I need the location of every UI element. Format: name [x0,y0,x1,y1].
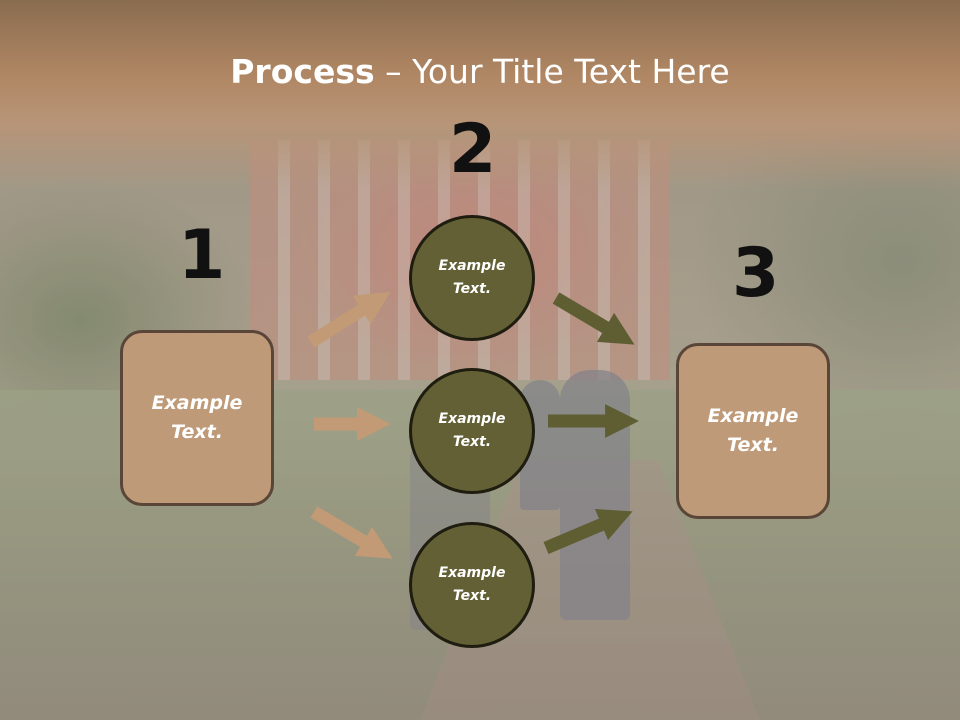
step-2-circle-top: Example Text. [409,215,535,341]
step-3-box: Example Text. [676,343,830,519]
arrow-right-icon [552,292,635,345]
arrow-right-icon [310,506,393,559]
title-bold: Process [230,52,375,91]
header-band [0,0,960,190]
arrow-right-icon [307,291,391,348]
step-1-box: Example Text. [120,330,274,506]
step-2-circle-middle: Example Text. [409,368,535,494]
arrow-right-icon [543,509,633,554]
step-number-3: 3 [732,234,780,313]
step-number-2: 2 [449,110,497,189]
step-number-1: 1 [178,216,226,295]
step-2-circle-bottom: Example Text. [409,522,535,648]
title-rest: – Your Title Text Here [374,52,730,91]
slide-title: Process – Your Title Text Here [0,52,960,91]
